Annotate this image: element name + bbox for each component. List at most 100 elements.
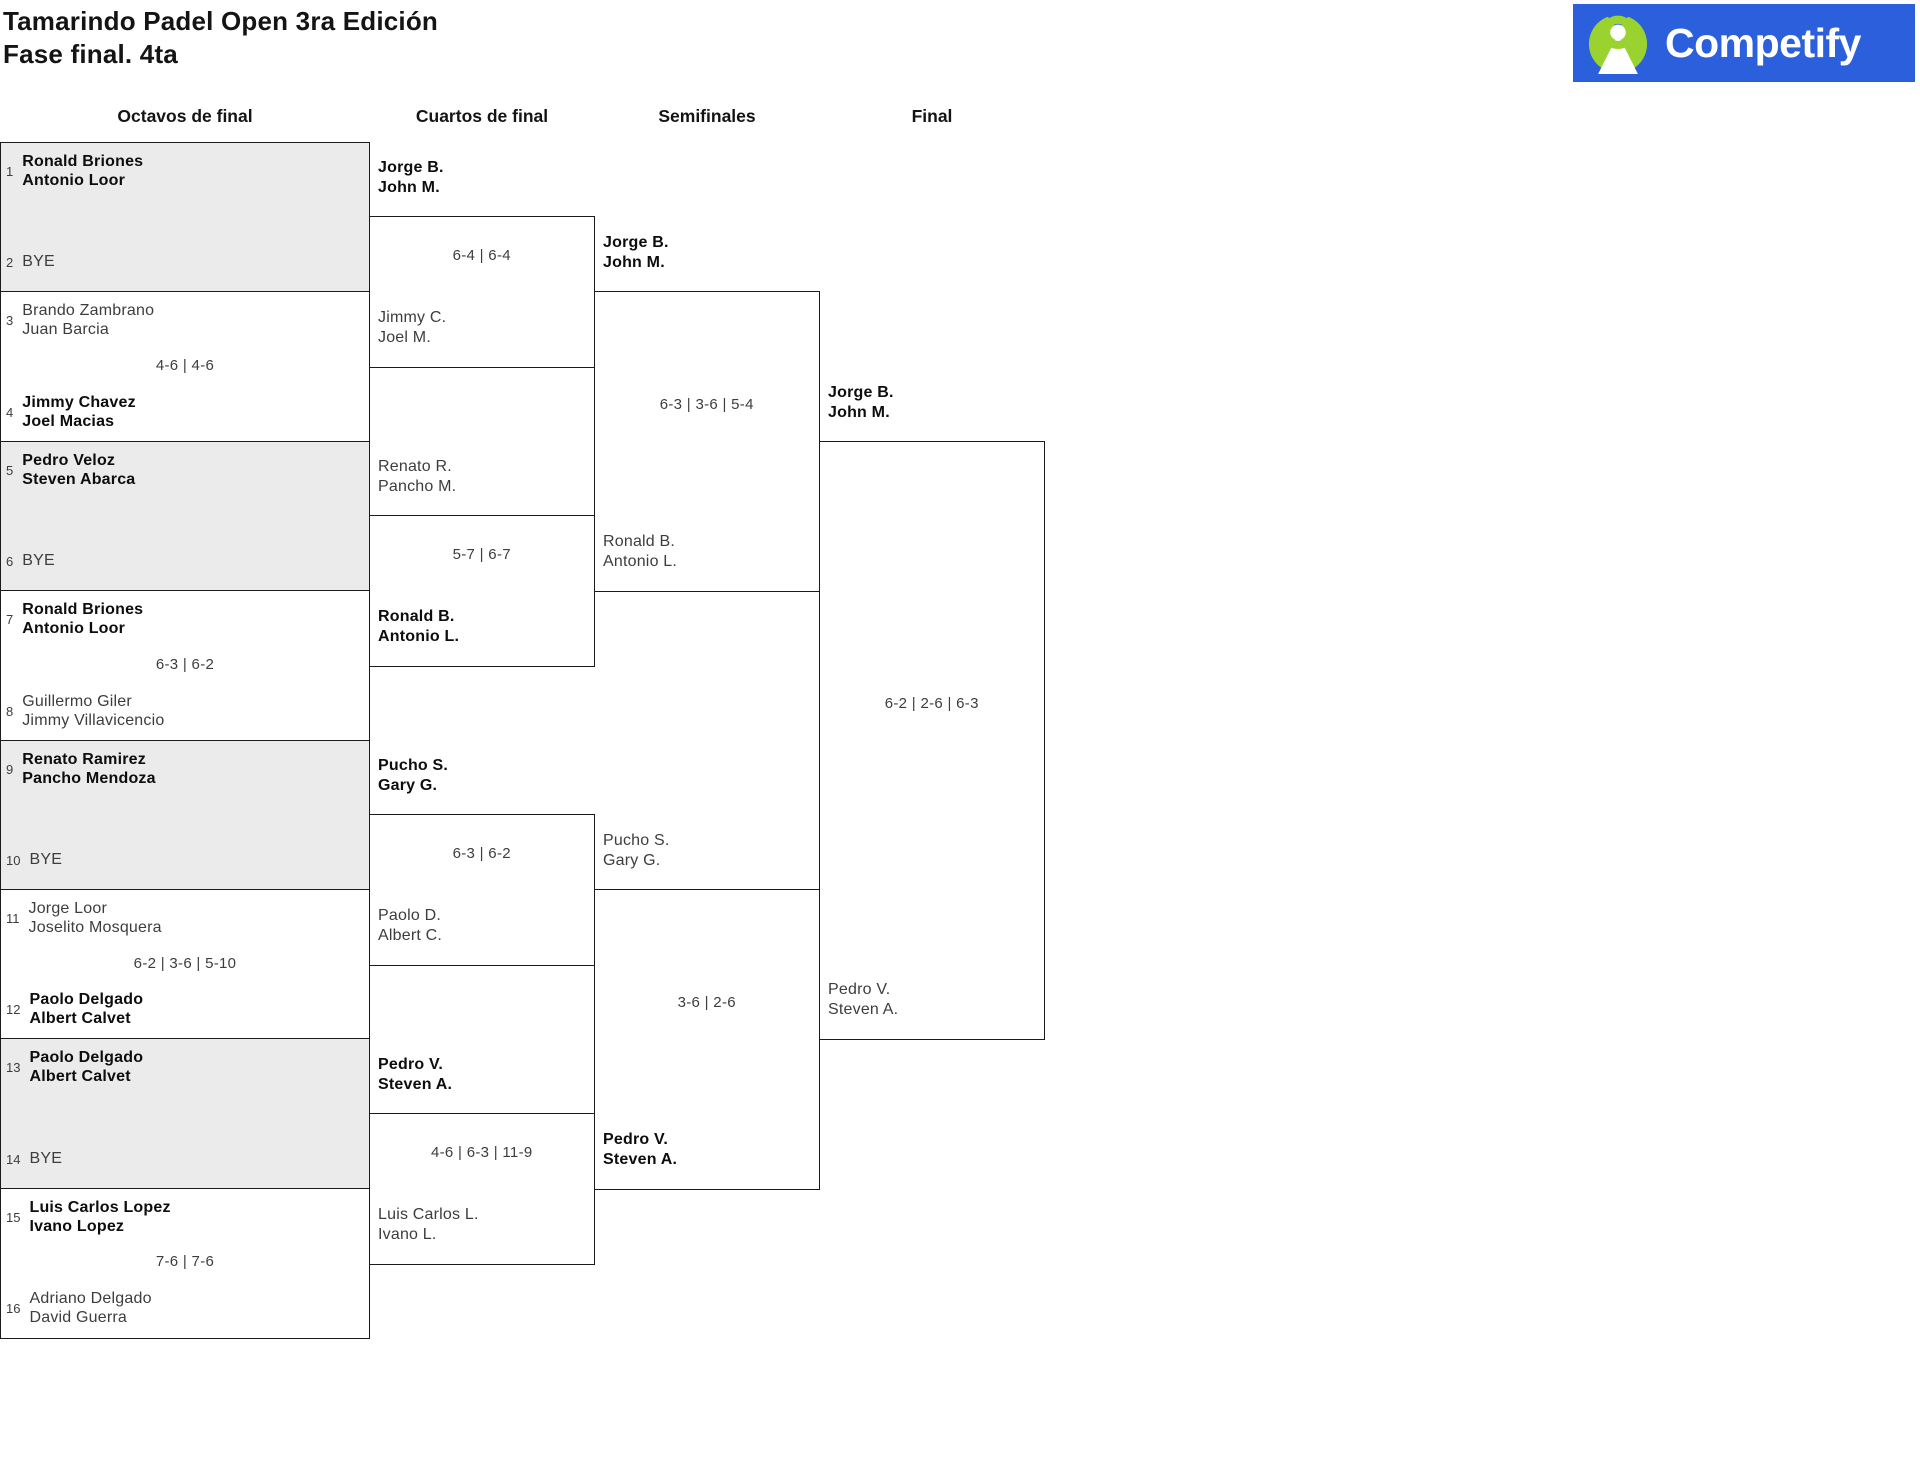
match-score: 6-2 | 3-6 | 5-10 <box>133 955 237 972</box>
seed-number: 10 <box>6 852 21 868</box>
team-slot: 9 Renato Ramirez Pancho Mendoza <box>6 749 362 789</box>
team-line2: Albert Calvet <box>29 1068 131 1085</box>
team-line1: Ronald Briones <box>22 600 144 618</box>
team-name: Paolo Delgado Albert Calvet <box>29 990 143 1029</box>
team-line1: Ronald B. <box>378 608 455 625</box>
seed-number: 14 <box>6 1151 21 1167</box>
match-box-r16-6[interactable] <box>0 889 370 1040</box>
team-line1: Jorge Loor <box>28 899 107 917</box>
team-slot: 2 BYE <box>6 242 362 282</box>
team-line2: Steven A. <box>828 1000 899 1018</box>
seed-number: 3 <box>6 312 14 328</box>
team-line1: Adriano Delgado <box>29 1289 152 1307</box>
team-line2: Steven A. <box>378 1075 453 1093</box>
match-score: 6-3 | 6-2 <box>452 845 511 862</box>
match-box-sf-1[interactable] <box>593 291 820 592</box>
team-name: Renato Ramirez Pancho Mendoza <box>22 750 155 789</box>
team-line1: Pedro V. <box>828 981 891 998</box>
team-line2: Albert Calvet <box>29 1010 131 1027</box>
team-line1: Luis Carlos L. <box>378 1206 479 1223</box>
team-line1: Jimmy C. <box>378 309 447 326</box>
team-slot: 6 BYE <box>6 541 362 581</box>
seed-number: 5 <box>6 462 14 478</box>
team-line1: Paolo Delgado <box>29 1048 144 1066</box>
column-header-semifinales: Semifinales <box>658 106 756 126</box>
team-slot: 10 BYE <box>6 840 362 880</box>
team-line1: Renato R. <box>378 458 452 475</box>
logo-text: Competify <box>1665 19 1861 66</box>
team-name: Jimmy Chavez Joel Macias <box>22 393 136 432</box>
match-box-r16-3[interactable] <box>0 441 370 592</box>
advancing-team-label: Paolo D. Albert C. <box>378 906 442 945</box>
phase-subtitle: Fase final. 4ta <box>3 39 178 69</box>
match-score: 3-6 | 2-6 <box>677 994 736 1011</box>
match-box-sf-2[interactable] <box>593 889 820 1190</box>
team-line2: John M. <box>603 253 665 271</box>
team-name: Brando Zambrano Juan Barcia <box>22 301 154 340</box>
match-score: 4-6 | 4-6 <box>155 357 215 374</box>
team-line2: Pancho Mendoza <box>22 770 156 787</box>
match-box-r16-8[interactable] <box>0 1188 370 1339</box>
match-box-r16-5[interactable] <box>0 740 370 891</box>
match-box-qf-1[interactable] <box>368 216 595 368</box>
advancing-team-label: Ronald B. Antonio L. <box>378 607 459 646</box>
advancing-team-label: Jimmy C. Joel M. <box>378 308 446 347</box>
seed-number: 13 <box>6 1059 21 1075</box>
team-line2: Antonio L. <box>378 627 460 645</box>
advancing-team-label: Pedro V. Steven A. <box>603 1130 677 1169</box>
seed-number: 16 <box>6 1300 21 1316</box>
match-score: 4-6 | 6-3 | 11-9 <box>430 1144 533 1161</box>
advancing-team-label: Jorge B. John M. <box>828 383 894 422</box>
match-box-final[interactable] <box>818 441 1045 1040</box>
advancing-team-label: Ronald B. Antonio L. <box>603 532 677 571</box>
team-slot: 15 Luis Carlos Lopez Ivano Lopez <box>6 1197 362 1237</box>
advancing-team-label: Jorge B. John M. <box>603 233 669 272</box>
team-name: Guillermo Giler Jimmy Villavicencio <box>22 692 164 731</box>
team-line1: Pedro Veloz <box>22 451 116 469</box>
seed-number: 4 <box>6 404 14 420</box>
match-box-qf-2[interactable] <box>368 515 595 667</box>
team-line2: Joselito Mosquera <box>28 919 162 936</box>
match-score: 6-2 | 2-6 | 6-3 <box>884 695 979 712</box>
team-line2: Joel M. <box>378 328 431 346</box>
team-line1: Jimmy Chavez <box>22 393 136 411</box>
seed-number: 11 <box>6 910 20 926</box>
team-line1: BYE <box>29 1150 63 1168</box>
match-score: 7-6 | 7-6 <box>155 1253 215 1270</box>
team-slot: 16 Adriano Delgado David Guerra <box>6 1288 362 1328</box>
match-box-r16-4[interactable] <box>0 590 370 742</box>
team-name: Paolo Delgado Albert Calvet <box>29 1048 143 1087</box>
advancing-team-label: Pedro V. Steven A. <box>828 980 898 1019</box>
team-line1: Paolo Delgado <box>29 990 144 1008</box>
team-name: Pedro Veloz Steven Abarca <box>22 451 135 490</box>
team-slot: 12 Paolo Delgado Albert Calvet <box>6 989 362 1029</box>
team-line1: Pedro V. <box>378 1056 444 1073</box>
advancing-team-label: Pedro V. Steven A. <box>378 1055 452 1094</box>
team-line1: Paolo D. <box>378 907 441 924</box>
team-line2: Pancho M. <box>378 477 457 495</box>
team-slot: 7 Ronald Briones Antonio Loor <box>6 599 362 639</box>
team-line2: Steven A. <box>603 1150 678 1168</box>
match-box-r16-1[interactable] <box>0 142 370 293</box>
team-line1: Brando Zambrano <box>22 301 155 319</box>
team-slot: 11 Jorge Loor Joselito Mosquera <box>6 898 362 938</box>
team-slot: 5 Pedro Veloz Steven Abarca <box>6 450 362 490</box>
seed-number: 2 <box>6 254 14 270</box>
team-name: Ronald Briones Antonio Loor <box>22 600 143 639</box>
match-score: 6-3 | 6-2 <box>155 656 215 673</box>
bye-label: BYE <box>29 1149 62 1169</box>
seed-number: 8 <box>6 703 14 719</box>
team-line2: David Guerra <box>29 1309 128 1326</box>
team-line1: Ronald B. <box>603 533 676 550</box>
advancing-team-label: Luis Carlos L. Ivano L. <box>378 1205 479 1244</box>
team-name: Luis Carlos Lopez Ivano Lopez <box>29 1198 170 1237</box>
team-line2: Gary G. <box>378 776 438 794</box>
team-line1: BYE <box>22 253 55 271</box>
competify-logo[interactable]: Competify <box>1573 4 1915 82</box>
team-line2: Ivano Lopez <box>29 1218 125 1235</box>
team-line2: Albert C. <box>378 926 443 944</box>
match-box-qf-3[interactable] <box>368 814 595 966</box>
match-box-r16-7[interactable] <box>0 1038 370 1190</box>
logo-mark-icon <box>1588 12 1648 74</box>
match-box-qf-4[interactable] <box>368 1113 595 1265</box>
